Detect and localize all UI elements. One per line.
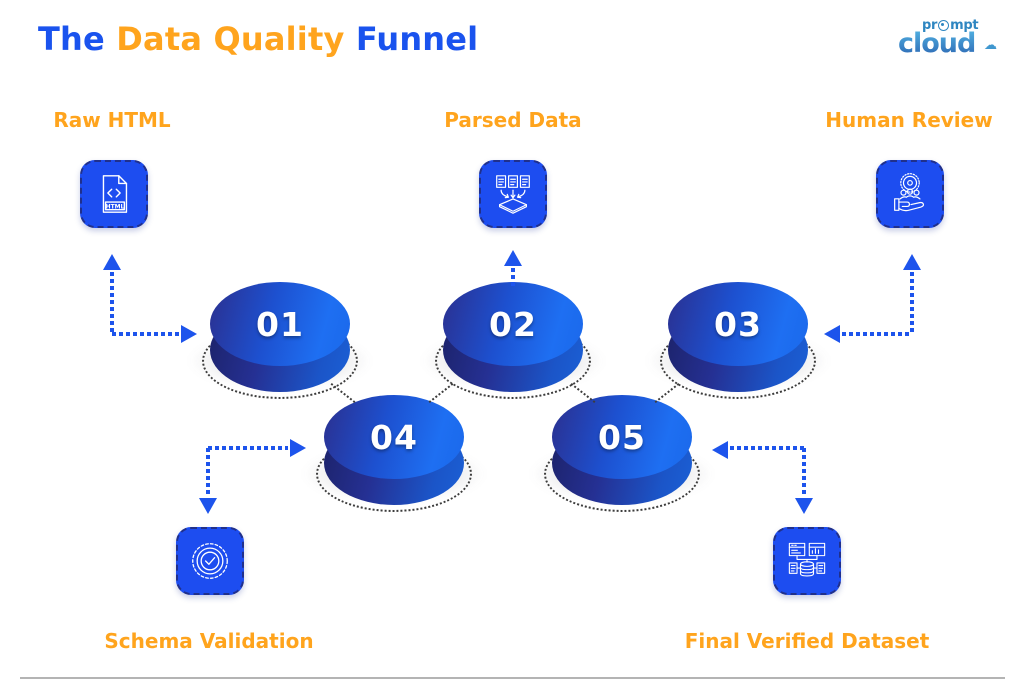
label-parsed-data: Parsed Data (444, 108, 582, 132)
logo-cloud-word: cloud (898, 28, 976, 59)
arrowhead-down-icon (199, 498, 217, 514)
logo-prompt-mpt: mpt (950, 18, 979, 33)
arrowhead-up-icon (504, 250, 522, 266)
arrowhead-left-icon (712, 441, 728, 459)
disc-top: 01 (210, 282, 350, 366)
disc-top: 04 (324, 395, 464, 479)
step-number: 01 (256, 304, 304, 344)
step-number: 02 (489, 304, 537, 344)
label-schema-validation: Schema Validation (104, 629, 314, 653)
raw-html-tile: HTML (80, 160, 148, 228)
human-review-tile (876, 160, 944, 228)
funnel-step-4-disc: 04 (299, 393, 489, 523)
arrowhead-up-icon (103, 254, 121, 270)
schema-validation-tile (176, 527, 244, 595)
database-documents-icon (784, 538, 830, 584)
cloud-icon: ☁ (984, 38, 997, 53)
label-raw-html: Raw HTML (53, 108, 171, 132)
bullseye-o-icon (938, 20, 950, 31)
title-data-quality: Data Quality (116, 20, 356, 58)
arrowhead-right-icon (181, 325, 197, 343)
disc-top: 02 (443, 282, 583, 366)
parsed-data-tile (479, 160, 547, 228)
funnel-step-2-disc: 02 (418, 280, 608, 410)
step-number: 05 (598, 417, 646, 457)
hand-people-gear-icon (887, 171, 933, 217)
funnel-step-1-disc: 01 (185, 280, 375, 410)
logo-prompt-pr: pr (922, 18, 938, 33)
html-file-icon: HTML (91, 171, 137, 217)
label-final-verified-dataset: Final Verified Dataset (684, 629, 930, 653)
label-human-review: Human Review (825, 108, 993, 132)
step-number: 04 (370, 417, 418, 457)
arrowhead-up-icon (903, 254, 921, 270)
parsed-documents-icon (490, 171, 536, 217)
funnel-step-5-disc: 05 (527, 393, 717, 523)
arrowhead-down-icon (795, 498, 813, 514)
step-number: 03 (714, 304, 762, 344)
disc-top: 03 (668, 282, 808, 366)
arrowhead-right-icon (290, 439, 306, 457)
title-the: The (38, 20, 117, 58)
bottom-divider (20, 677, 1005, 679)
svg-text:HTML: HTML (106, 203, 125, 210)
arrowhead-left-icon (824, 325, 840, 343)
gear-check-icon (187, 538, 233, 584)
title-funnel: Funnel (355, 20, 479, 58)
page-title: The Data Quality Funnel (38, 20, 478, 58)
disc-top: 05 (552, 395, 692, 479)
final-verified-dataset-tile (773, 527, 841, 595)
funnel-step-3-disc: 03 (643, 280, 833, 410)
